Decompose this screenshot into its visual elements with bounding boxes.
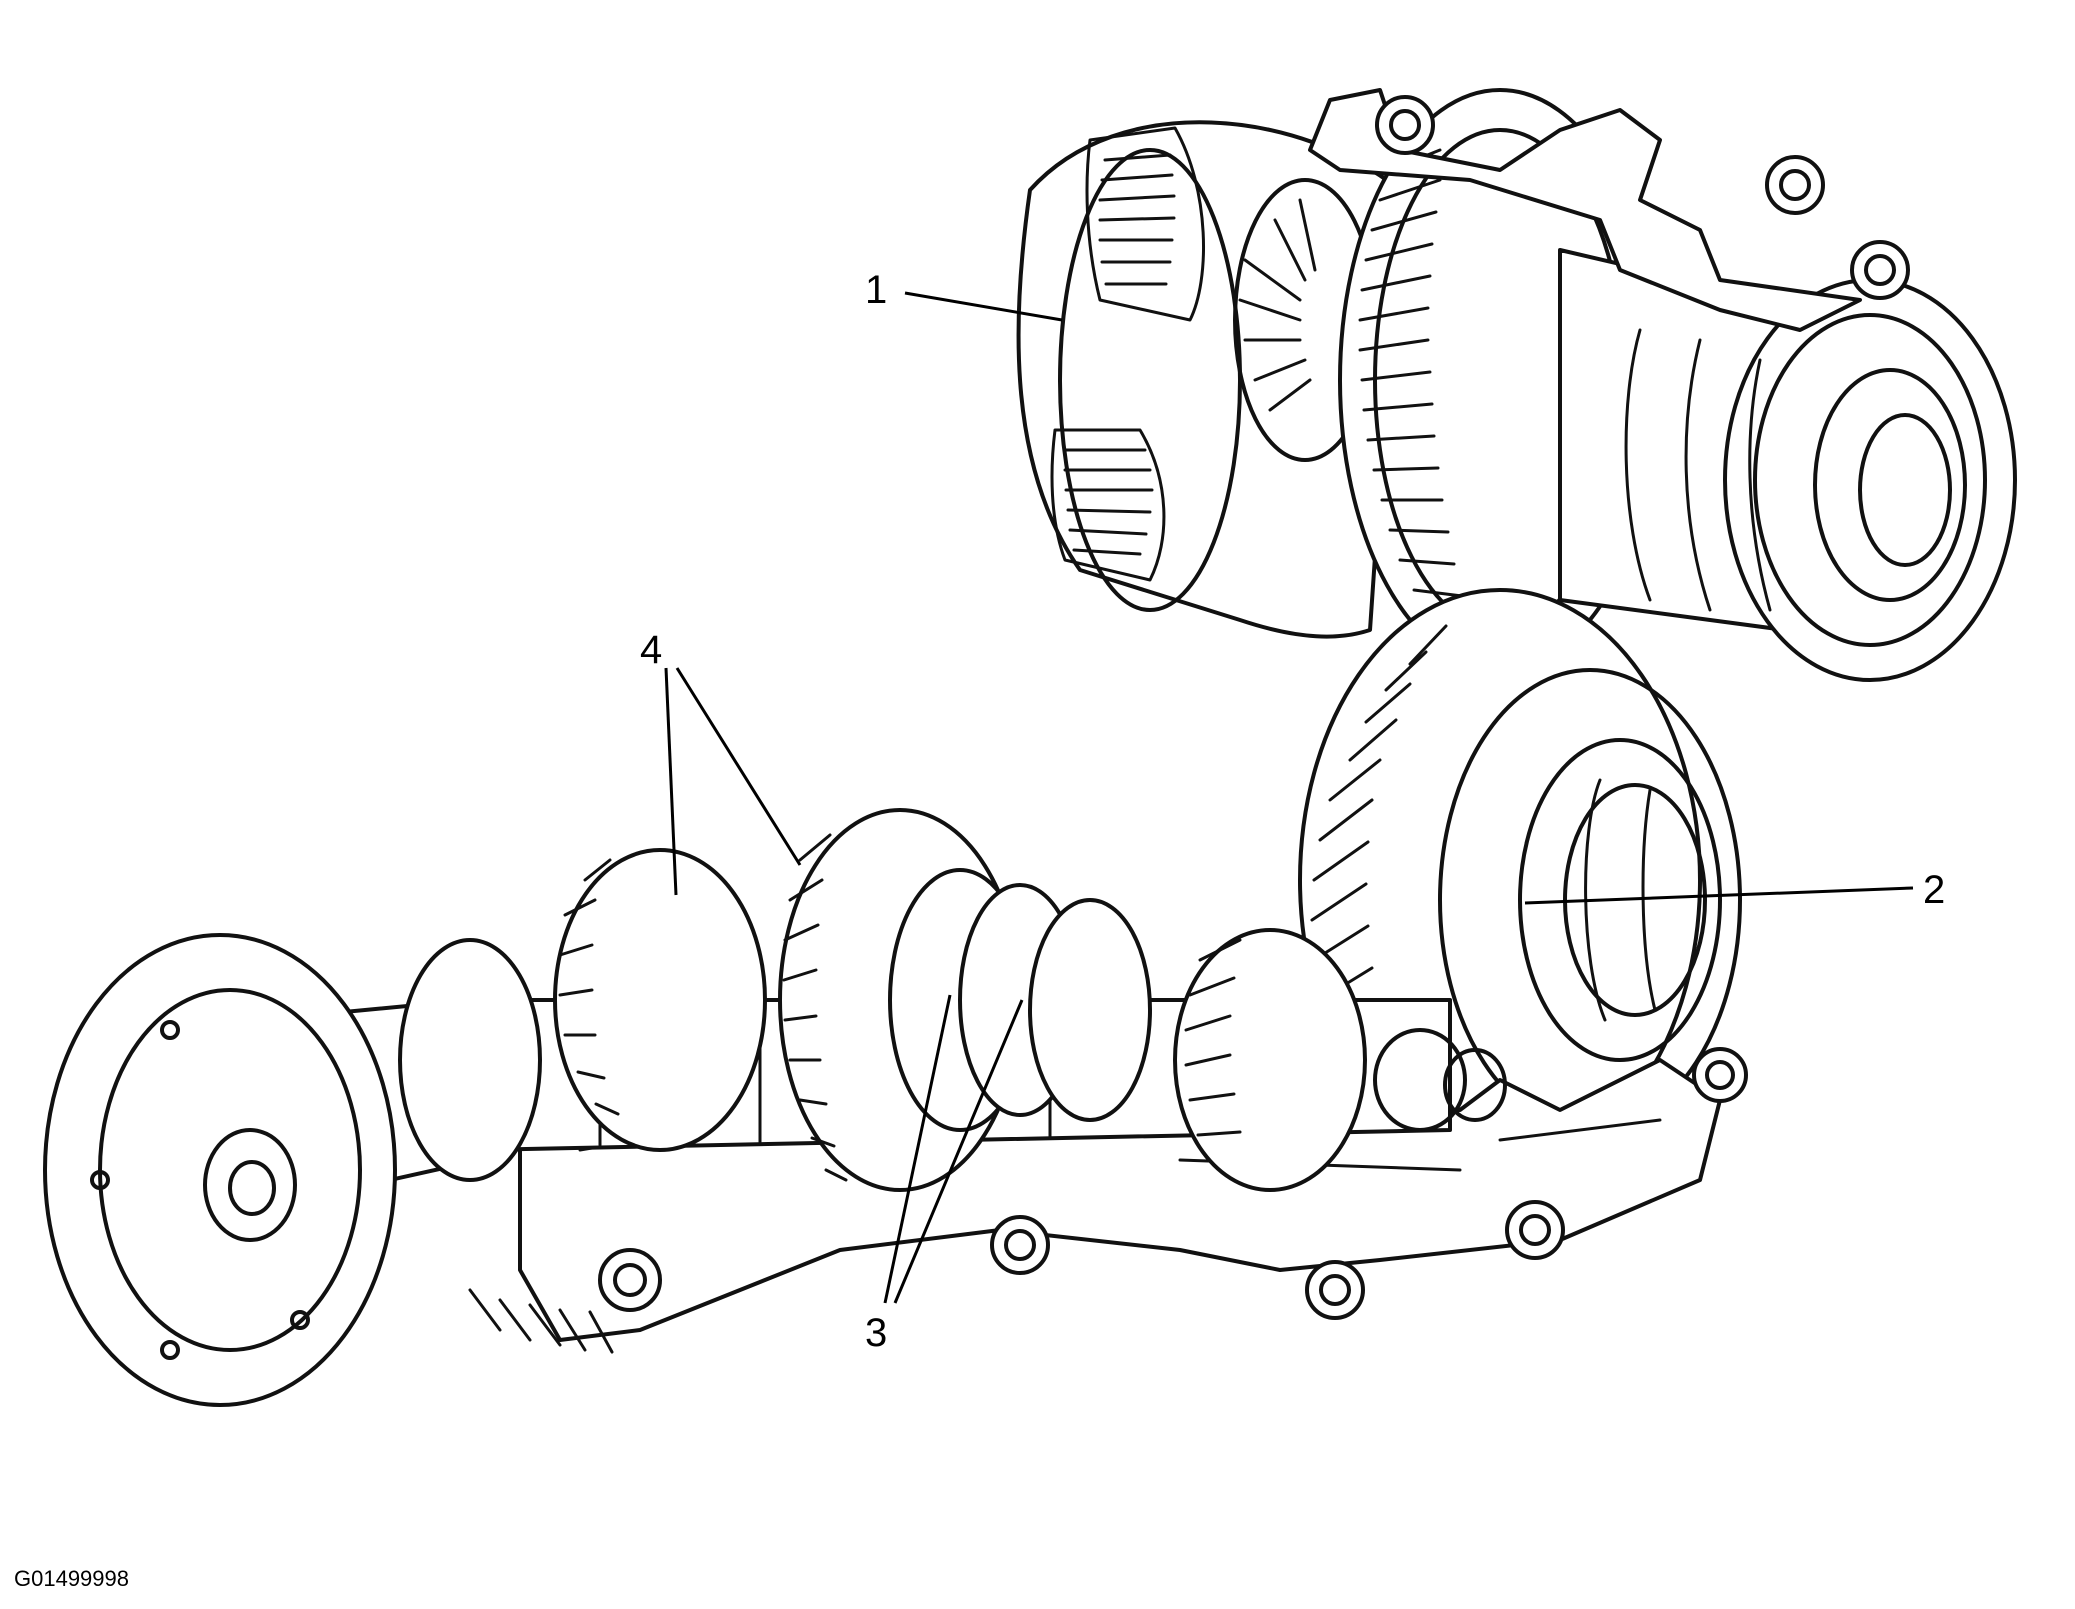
differential-case	[1016, 120, 1402, 639]
leader-3b	[893, 999, 1024, 1304]
leader-2	[1524, 886, 1914, 905]
callout-1: 1	[865, 268, 888, 312]
leader-lines	[664, 291, 1914, 1304]
leader-4b	[675, 667, 802, 866]
leader-4a	[664, 667, 678, 896]
callout-3: 3	[865, 1311, 888, 1355]
upper-housing-bracket	[1308, 88, 1910, 332]
leader-3a	[883, 994, 952, 1304]
callout-2: 2	[1923, 868, 1946, 912]
differential-bearing-hub	[1558, 248, 2017, 682]
figure-id: G01499998	[14, 1566, 129, 1591]
callout-4: 4	[640, 628, 663, 672]
drive-flange	[43, 933, 614, 1407]
leader-1	[904, 291, 1063, 322]
